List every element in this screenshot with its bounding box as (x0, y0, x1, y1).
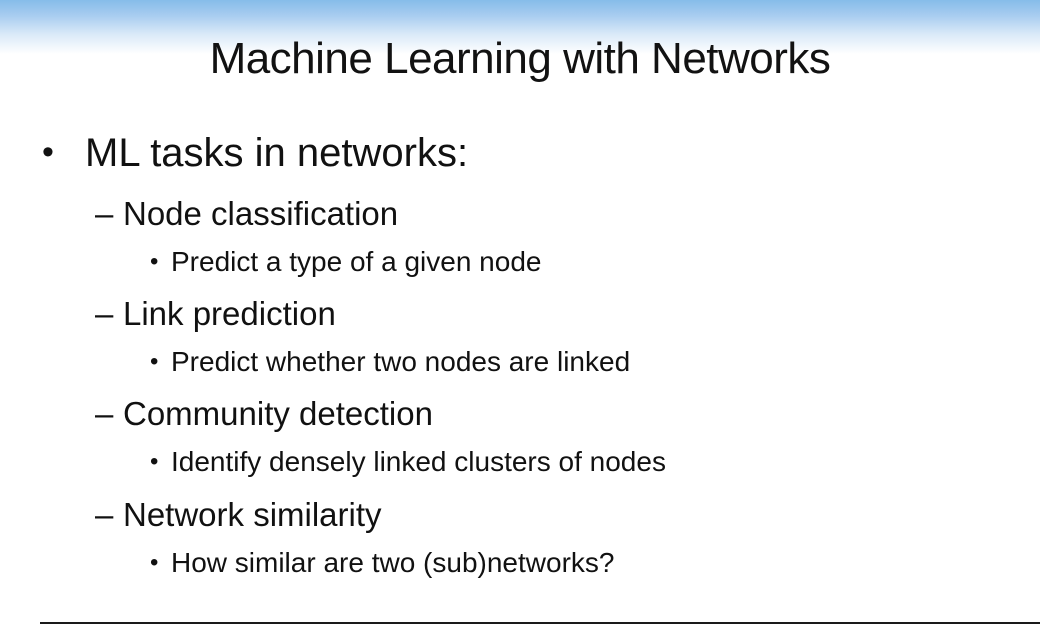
dash-marker-icon: – (95, 395, 114, 433)
bullet-text: ML tasks in networks: (85, 130, 469, 175)
sub-bullet-link-prediction: • Predict whether two nodes are linked (150, 346, 1040, 378)
sub-bullet-marker-icon: • (150, 247, 159, 275)
sub-bullet-text: How similar are two (sub)networks? (171, 546, 615, 578)
sub-bullet-marker-icon: • (150, 448, 159, 476)
sub-bullet-text: Predict a type of a given node (171, 245, 542, 277)
sub-bullet-community-detection: • Identify densely linked clusters of no… (150, 446, 1040, 478)
bullet-item-ml-tasks: • ML tasks in networks: (42, 130, 1040, 176)
dash-item-node-classification: – Node classification (95, 195, 1040, 233)
dash-item-text: Network similarity (123, 495, 382, 533)
dash-item-community-detection: – Community detection (95, 395, 1040, 433)
sub-bullet-text: Identify densely linked clusters of node… (171, 446, 666, 478)
dash-item-text: Link prediction (123, 294, 336, 332)
bullet-marker-icon: • (42, 132, 54, 171)
dash-marker-icon: – (95, 294, 114, 332)
dash-item-text: Node classification (123, 194, 399, 232)
dash-item-link-prediction: – Link prediction (95, 295, 1040, 333)
dash-marker-icon: – (95, 194, 114, 232)
sub-bullet-node-classification: • Predict a type of a given node (150, 246, 1040, 278)
dash-item-network-similarity: – Network similarity (95, 496, 1040, 534)
sub-bullet-marker-icon: • (150, 548, 159, 576)
slide: Machine Learning with Networks • ML task… (0, 34, 1040, 624)
slide-title: Machine Learning with Networks (209, 34, 831, 83)
slide-body: • ML tasks in networks: – Node classific… (0, 130, 1040, 579)
sub-bullet-marker-icon: • (150, 347, 159, 375)
dash-marker-icon: – (95, 495, 114, 533)
sub-bullet-network-similarity: • How similar are two (sub)networks? (150, 547, 1040, 579)
sub-bullet-text: Predict whether two nodes are linked (171, 345, 631, 377)
dash-item-text: Community detection (123, 395, 433, 433)
